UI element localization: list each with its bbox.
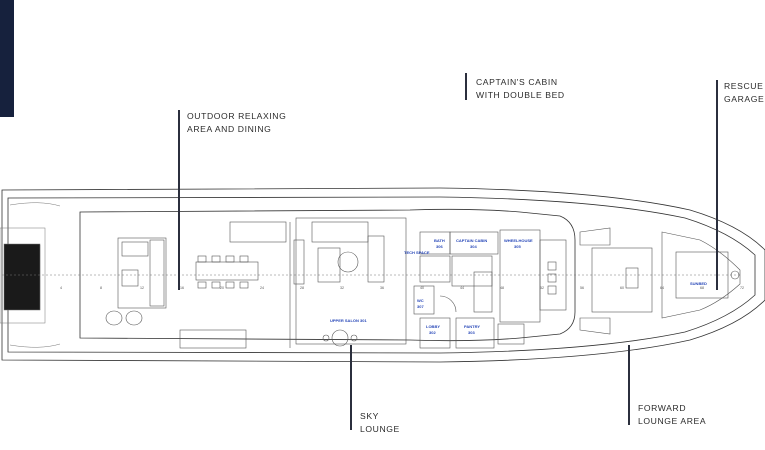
room-label-captain-cabin: CAPTAIN CABIN xyxy=(456,238,487,243)
room-label-wc: WC xyxy=(417,298,424,303)
room-label-upper-salon: UPPER SALON 301 xyxy=(330,318,367,323)
room-number-wc: 307 xyxy=(417,304,424,309)
room-number-wheelhouse: 305 xyxy=(514,244,521,249)
callout-line: GARAGE xyxy=(724,94,765,104)
room-number-pantry: 303 xyxy=(468,330,475,335)
frame-number: 12 xyxy=(140,286,144,290)
room-label-wheelhouse: WHEELHOUSE xyxy=(504,238,533,243)
callout-line: SKY xyxy=(360,411,379,421)
frame-number: 8 xyxy=(100,286,102,290)
room-label-tech: TECH SPACE xyxy=(404,250,430,255)
frame-number: 4 xyxy=(60,286,62,290)
frame-number: 52 xyxy=(540,286,544,290)
frame-number: 20 xyxy=(220,286,224,290)
room-label-pantry: PANTRY xyxy=(464,324,480,329)
frame-number: 72 xyxy=(740,286,744,290)
hull-outline xyxy=(1,187,765,363)
frame-number: 64 xyxy=(660,286,664,290)
hull-inner xyxy=(7,196,756,354)
callout-line: WITH DOUBLE BED xyxy=(476,90,565,100)
edge-bar xyxy=(0,0,14,117)
frame-number: 44 xyxy=(460,286,464,290)
callout-outdoor-relaxing: OUTDOOR RELAXING AREA AND DINING xyxy=(187,110,286,136)
callout-line: RESCUE T xyxy=(724,81,765,91)
callout-sky-lounge: SKY LOUNGE xyxy=(360,410,400,436)
frame-number: 56 xyxy=(580,286,584,290)
frame-number: 60 xyxy=(620,286,624,290)
callout-line: AREA AND DINING xyxy=(187,124,272,134)
callout-forward-lounge: FORWARD LOUNGE AREA xyxy=(638,402,706,428)
leader-line-rescue xyxy=(716,80,718,290)
callout-line: LOUNGE xyxy=(360,424,400,434)
callout-rescue-garage: RESCUE T GARAGE xyxy=(724,80,765,106)
room-number-lobby: 302 xyxy=(429,330,436,335)
frame-number: 32 xyxy=(340,286,344,290)
frame-number: 28 xyxy=(300,286,304,290)
frame-number: 16 xyxy=(180,286,184,290)
superstructure xyxy=(79,208,576,342)
frame-number: 48 xyxy=(500,286,504,290)
callout-line: FORWARD xyxy=(638,403,687,413)
room-label-lobby: LOBBY xyxy=(426,324,440,329)
callout-captains-cabin: CAPTAIN'S CABIN WITH DOUBLE BED xyxy=(476,76,565,102)
callout-line: LOUNGE AREA xyxy=(638,416,707,426)
callout-line: OUTDOOR RELAXING xyxy=(187,111,287,121)
room-number-bath: 306 xyxy=(436,244,443,249)
leader-line-outdoor xyxy=(178,110,180,290)
room-label-sunbed: SUNBED xyxy=(690,281,707,286)
leader-line-forward xyxy=(628,345,630,425)
leader-line-captain xyxy=(465,73,467,100)
frame-number: 68 xyxy=(700,286,704,290)
leader-line-sky xyxy=(350,345,352,430)
room-label-bath: BATH xyxy=(434,238,445,243)
callout-line: CAPTAIN'S CABIN xyxy=(476,77,558,87)
frame-number: 24 xyxy=(260,286,264,290)
frame-number: 36 xyxy=(380,286,384,290)
frame-number: 40 xyxy=(420,286,424,290)
room-number-captain: 304 xyxy=(470,244,477,249)
